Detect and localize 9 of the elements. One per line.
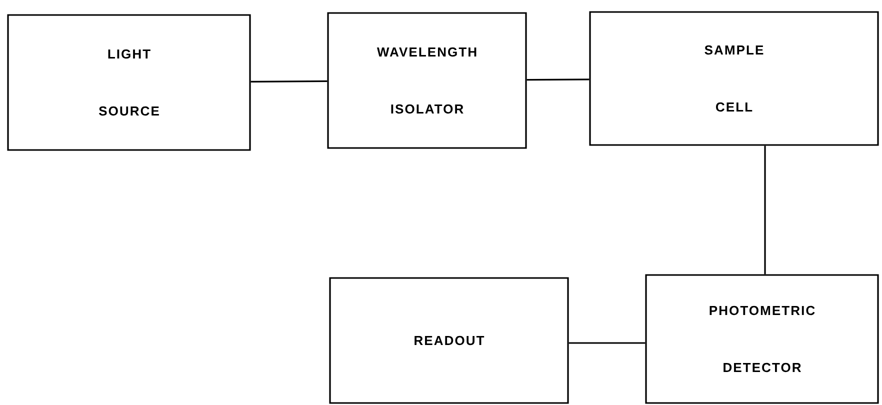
- connector-line: [568, 342, 646, 344]
- process-box: SAMPLE CELL: [589, 11, 879, 146]
- connector-line: [250, 80, 328, 82]
- connector-line: [526, 78, 590, 81]
- connector-line: [764, 146, 766, 274]
- process-box: READOUT: [329, 277, 569, 404]
- process-box: WAVELENGTH ISOLATOR: [327, 12, 527, 149]
- process-box: PHOTOMETRIC DETECTOR: [645, 274, 879, 404]
- process-box: LIGHT SOURCE: [7, 14, 251, 151]
